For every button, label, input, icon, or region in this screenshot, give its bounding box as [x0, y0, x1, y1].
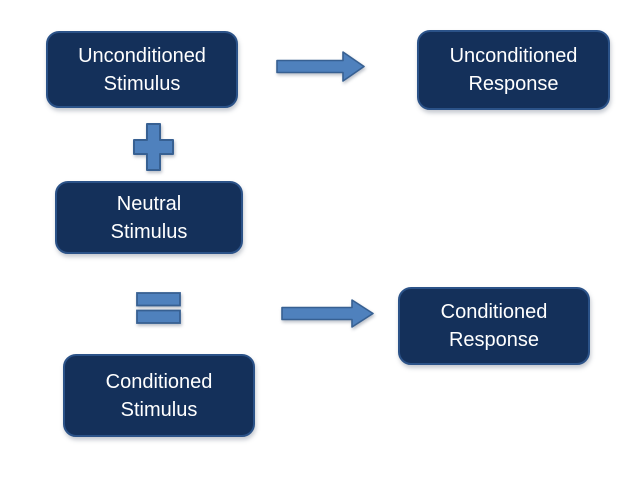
node-label-line: Unconditioned — [449, 45, 578, 67]
node-label-line: Unconditioned — [78, 44, 206, 67]
node-unconditioned-stimulus: Unconditioned Stimulus — [46, 31, 238, 108]
node-label-line: Conditioned — [440, 301, 548, 323]
node-conditioned-response: Conditioned Response — [398, 287, 590, 365]
node-label-line: Neutral — [116, 192, 182, 215]
node-label-line: Stimulus — [103, 72, 181, 95]
node-neutral-stimulus: Neutral Stimulus — [55, 181, 243, 254]
node-label-line: Stimulus — [120, 398, 198, 421]
node-label-line: Conditioned — [105, 370, 213, 393]
node-conditioned-stimulus: Conditioned Stimulus — [63, 354, 255, 437]
node-label-line: Response — [468, 73, 559, 95]
node-label-line: Stimulus — [110, 220, 188, 243]
right-arrow-icon — [281, 298, 375, 329]
equals-icon — [136, 292, 181, 324]
right-arrow-icon — [276, 50, 366, 83]
node-label-line: Response — [448, 329, 540, 351]
node-unconditioned-response: Unconditioned Response — [417, 30, 610, 110]
plus-icon — [132, 122, 175, 172]
